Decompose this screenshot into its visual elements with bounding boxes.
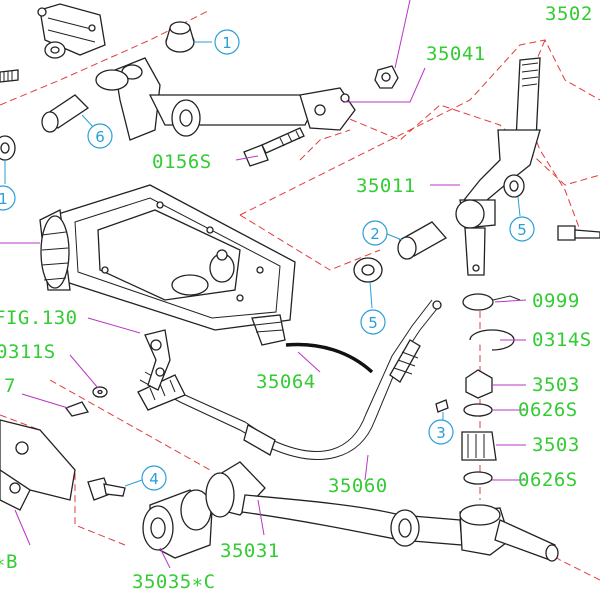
leader-lines [0, 0, 527, 569]
label-0156s: 0156S [152, 151, 212, 173]
callout-1-top: 1 [194, 29, 240, 55]
label-35031: 35031 [220, 540, 280, 562]
clip-35064 [251, 314, 286, 346]
bushing-left [0, 135, 16, 161]
callout-3: 3 [428, 412, 454, 445]
roller-6 [41, 94, 90, 133]
right-stack [435, 293, 521, 485]
label-3503-b: 3503 [532, 434, 580, 456]
callout-3-text: 3 [436, 424, 446, 442]
label-35035c: 35035∗C [132, 571, 216, 593]
shift-lever-35011 [455, 57, 541, 276]
bolt-right [557, 225, 600, 241]
label-fig130: FIG.130 [0, 307, 78, 329]
label-35041: 35041 [426, 43, 486, 65]
callout-1-left: 1 [0, 160, 16, 211]
label-top-right: 3502 [545, 3, 593, 25]
callout-4: 4 [124, 465, 167, 491]
callout-4-text: 4 [149, 470, 159, 488]
callout-5-left-text: 5 [368, 314, 378, 332]
lower-rod-35031 [205, 461, 559, 562]
bolt-4 [87, 477, 126, 501]
label-star-b: ∗B [0, 551, 18, 573]
nut-35041 [374, 65, 399, 89]
label-0999: 0999 [532, 290, 580, 312]
bushing-upper [165, 21, 195, 53]
bushing-35035c [142, 489, 213, 559]
callout-6-text: 6 [95, 128, 105, 146]
label-7: 7 [4, 375, 16, 397]
callout-1-top-text: 1 [222, 34, 232, 52]
clip-fig130 [144, 329, 171, 391]
callout-6: 6 [81, 114, 113, 149]
upper-bracket [0, 3, 106, 83]
callout-5-right: 5 [509, 196, 535, 242]
upper-lever-assembly [95, 57, 356, 141]
callout-2-text: 2 [370, 225, 380, 243]
callout-5-left: 5 [360, 281, 386, 335]
label-0314s: 0314S [532, 329, 592, 351]
assembly-arrow [285, 342, 374, 374]
label-0626s-b: 0626S [518, 469, 578, 491]
label-0311s: 0311S [0, 341, 56, 363]
shift-cable-35060 [137, 299, 442, 460]
callout-5-right-text: 5 [517, 221, 527, 239]
washer-0311s [92, 386, 108, 398]
label-35064: 35064 [256, 371, 316, 393]
bolt-0156s [243, 127, 305, 167]
label-3503-a: 3503 [532, 374, 580, 396]
roller-2 [397, 221, 448, 260]
shifter-housing [39, 184, 296, 331]
label-35060: 35060 [328, 475, 388, 497]
bushing-5-left [353, 257, 383, 283]
callout-2: 2 [362, 220, 403, 246]
pin-7 [64, 401, 90, 417]
lower-bracket [0, 419, 76, 511]
label-35011: 35011 [356, 175, 416, 197]
callout-1-left-text: 1 [0, 190, 8, 208]
label-0626s-a: 0626S [518, 399, 578, 421]
